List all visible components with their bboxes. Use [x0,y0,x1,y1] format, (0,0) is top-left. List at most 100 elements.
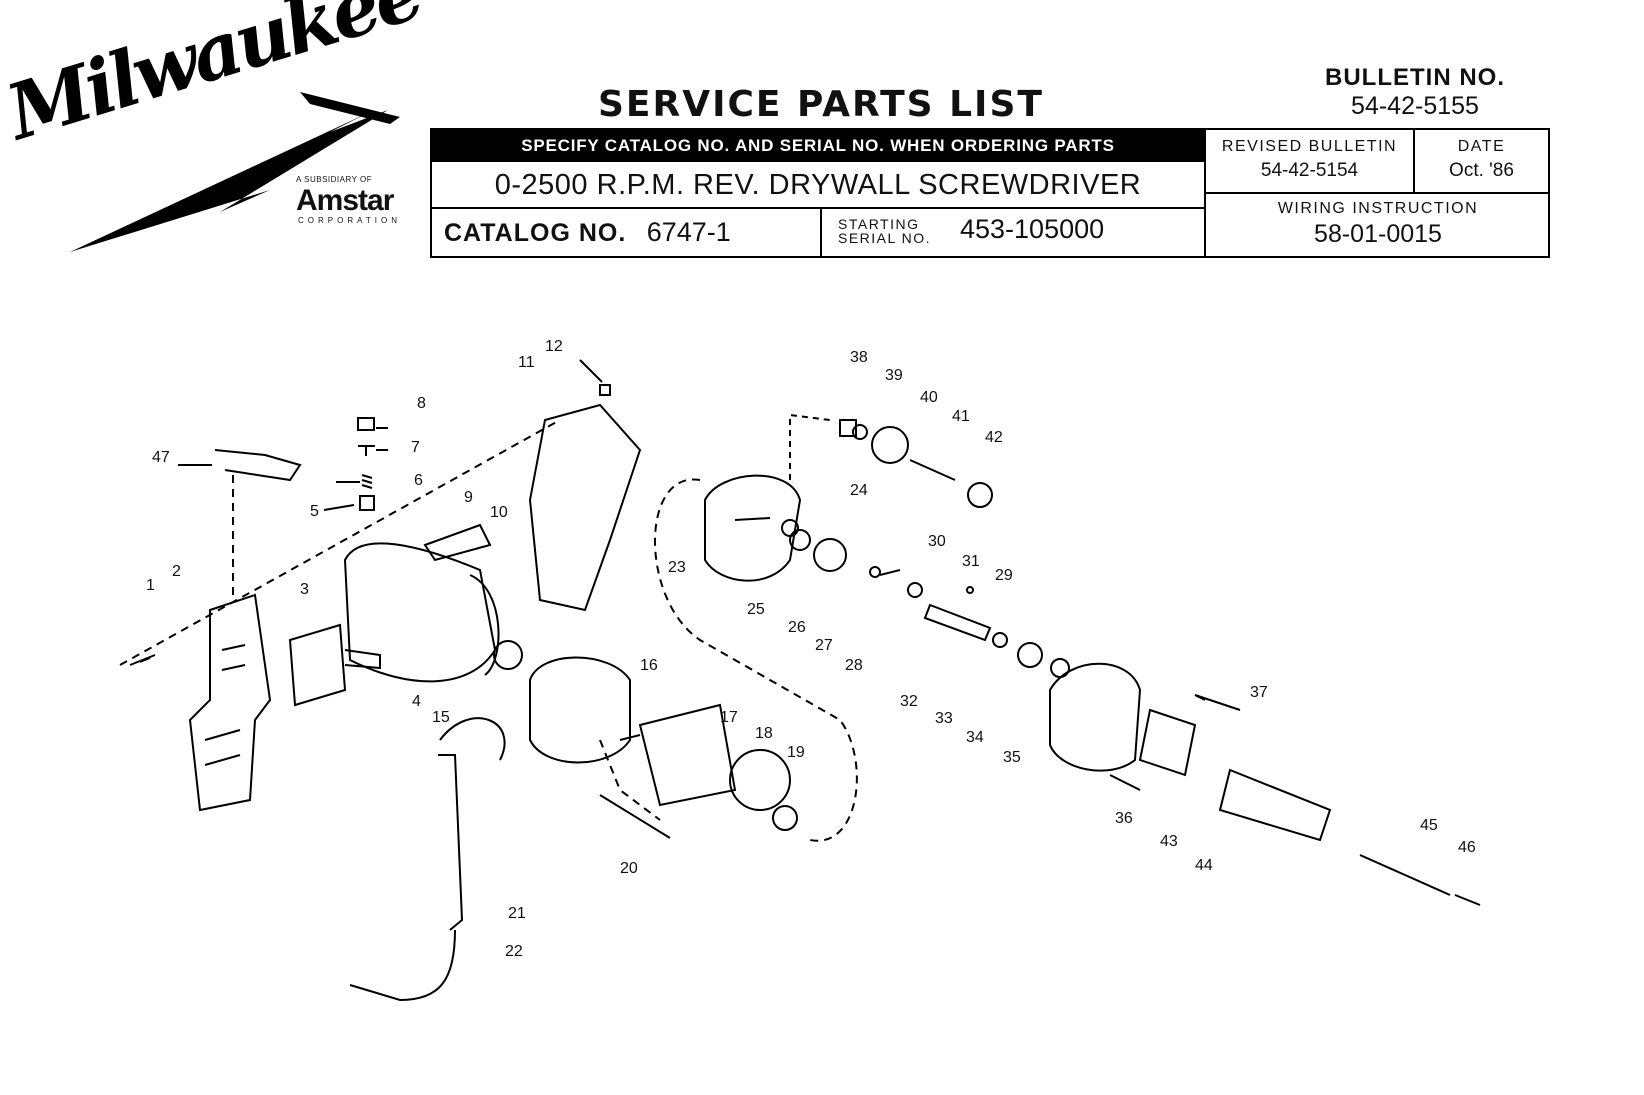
revised-bulletin-label: REVISED BULLETIN [1221,138,1398,155]
part-33-bearing [1017,642,1043,668]
part-40-gear [871,426,909,464]
bulletin-label: BULLETIN NO. [1325,64,1505,91]
parent-company-name: Amstar [296,184,394,217]
callout-24: 24 [850,482,868,499]
part-12-nut [599,384,611,396]
callout-47: 47 [152,449,170,466]
callout-7: 7 [411,439,420,456]
parent-company-suffix: CORPORATION [298,216,401,225]
part-46-bit [1454,894,1481,906]
catalog-number: 6747-1 [646,217,731,247]
callout-5: 5 [310,503,319,520]
callout-45: 45 [1420,817,1438,834]
part-10-label-plate [423,523,492,562]
callout-38: 38 [850,349,868,366]
callout-33: 33 [935,710,953,727]
callout-28: 28 [845,657,863,674]
part-25-bearing [789,529,811,551]
part-20-screw [599,794,671,839]
part-26-gear [813,538,847,572]
catalog-cell: CATALOG NO. 6747-1 [432,209,822,256]
part-36-screw [1109,774,1141,791]
starting-serial-number: 453-105000 [960,214,1105,244]
date-value: Oct. '86 [1449,160,1514,181]
part-17-armature [619,703,737,807]
callout-12: 12 [545,338,563,355]
part-47-belt-clip [214,449,302,482]
callout-20: 20 [620,860,638,877]
part-41-pinion [909,459,956,481]
assembly-line-5 [789,413,831,480]
part-6-spring [361,474,373,489]
part-43-clutch [1138,708,1197,777]
part-45-bit-holder [1359,854,1451,896]
part-38-bushing [839,419,857,437]
bulletin-info-block: REVISED BULLETIN 54-42-5154 DATE Oct. '8… [1204,130,1550,256]
part-44-nosepiece [1218,768,1332,842]
callout-23: 23 [668,559,686,576]
part-30-washer [907,582,923,598]
callout-27: 27 [815,637,833,654]
milwaukee-logo [70,62,410,272]
part-11-handle-half [528,403,642,612]
callout-6: 6 [414,472,423,489]
date-cell: DATE Oct. '86 [1413,130,1550,194]
part-31-ball [966,586,974,594]
part-21-cord-set [438,717,506,931]
wiring-instruction-cell: WIRING INSTRUCTION 58-01-0015 [1206,192,1550,256]
bulletin-number: 54-42-5155 [1351,92,1479,120]
part-5-bushing [359,495,375,511]
callout-36: 36 [1115,810,1133,827]
callout-42: 42 [985,429,1003,446]
part-22-cord [349,929,456,1002]
wiring-instruction-label: WIRING INSTRUCTION [1277,200,1479,217]
callout-11: 11 [518,354,535,371]
part-28-spring [879,569,901,576]
callout-18: 18 [755,725,773,742]
callout-21: 21 [508,905,526,922]
callout-22: 22 [505,943,523,960]
part-37-screw [1194,694,1241,711]
revised-bulletin-cell: REVISED BULLETIN 54-42-5154 [1206,130,1415,194]
callout-32: 32 [900,693,918,710]
assembly-line-3 [654,478,858,842]
callout-40: 40 [920,389,938,406]
part-4-motor-housing [343,542,500,683]
part-32-ring [992,632,1008,648]
callout-29: 29 [995,567,1013,584]
part-1-screw [129,654,156,666]
part-35-gear-case [1049,662,1142,772]
part-15-bearing [493,640,523,670]
callout-9: 9 [464,489,473,506]
part-39-washer [852,424,868,440]
callout-10: 10 [490,504,508,521]
part-34-washer [1050,658,1070,678]
callout-25: 25 [747,601,765,618]
lightning-bolt-icon [70,92,400,252]
callout-8: 8 [417,395,426,412]
callout-31: 31 [962,553,980,570]
callout-41: 41 [952,408,970,425]
callout-3: 3 [300,581,309,598]
starting-serial-label-line-1: STARTING [838,216,920,232]
part-29-spindle [923,603,992,642]
part-27-washer [869,566,881,578]
part-8-nut [357,417,375,431]
callout-46: 46 [1458,839,1476,856]
callout-44: 44 [1195,857,1213,874]
assembly-line-4 [599,739,661,821]
catalog-label: CATALOG NO. [444,219,627,247]
callout-26: 26 [788,619,806,636]
part-18-fan [729,749,791,811]
product-name: 0-2500 R.P.M. REV. DRYWALL SCREWDRIVER [432,162,1204,209]
part-19-bearing [772,805,798,831]
part-3-switch [288,623,381,707]
header-table: SPECIFY CATALOG NO. AND SERIAL NO. WHEN … [430,128,1550,258]
callout-39: 39 [885,367,903,384]
revised-bulletin-number: 54-42-5154 [1260,160,1359,181]
starting-serial-label: STARTING SERIAL NO. [838,217,948,245]
callout-37: 37 [1250,684,1268,701]
part-16-field [529,656,631,764]
callout-4: 4 [412,693,421,710]
